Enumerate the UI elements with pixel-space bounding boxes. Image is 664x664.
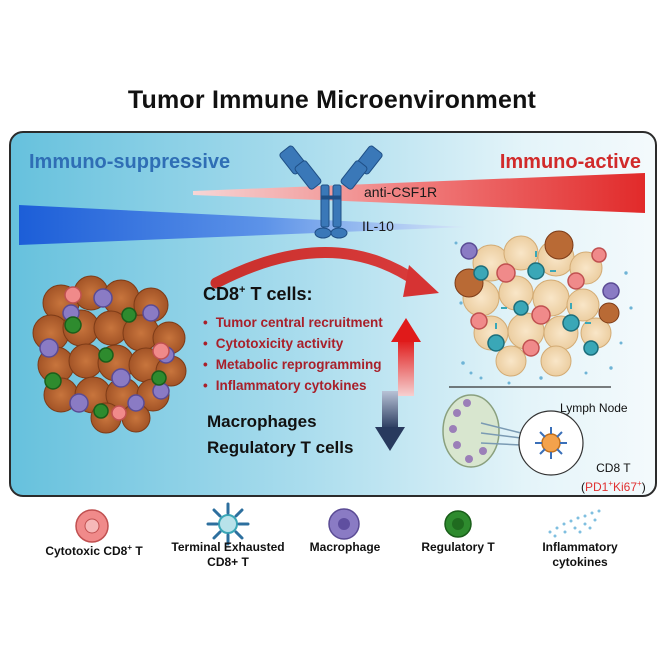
cd8-heading: CD8+ T cells: <box>203 284 313 304</box>
treg-icon <box>444 510 472 538</box>
curved-arrow <box>210 247 422 289</box>
decreased-item: Regulatory T cells <box>207 438 354 457</box>
immunoactive-label: Immuno-active <box>499 151 641 173</box>
decreased-cells: Macrophages Regulatory T cells <box>207 409 353 461</box>
immunosuppressive-tumor-cluster <box>32 275 187 434</box>
up-arrow-head <box>391 318 421 342</box>
legend-treg-label: Regulatory T <box>421 540 495 554</box>
exhausted-cd8-icon <box>206 502 250 546</box>
cd8t-markers: (PD1+Ki67+) <box>581 479 646 494</box>
cytotoxic-cd8-icon <box>75 509 109 543</box>
figure-title: Tumor Immune Microenvironment <box>127 86 537 114</box>
immunosuppressive-label: Immuno-suppressive <box>29 151 231 173</box>
cd8t-label: CD8 T (PD1+Ki67+) <box>581 461 646 494</box>
anti-csf1r-wedge <box>193 173 645 213</box>
panel-illustration <box>19 145 645 476</box>
il10-wedge <box>19 205 466 245</box>
list-item: Cytotoxicity activity <box>203 333 383 354</box>
microenvironment-panel: Immuno-suppressive Immuno-active anti-CS… <box>9 131 657 497</box>
decreased-item: Macrophages <box>207 412 317 431</box>
legend-macrophage-label: Macrophage <box>309 540 381 554</box>
down-arrow-head <box>375 427 405 451</box>
cytokines-icon <box>548 509 601 538</box>
antibody-icon <box>279 145 383 239</box>
curved-arrow-head <box>403 265 439 297</box>
lymph-node-label: Lymph Node <box>560 401 628 415</box>
down-arrow-shaft <box>382 391 398 429</box>
immunoactive-tumor-cluster <box>454 230 633 385</box>
cd8-effects-list: Tumor central recruitment Cytotoxicity a… <box>203 312 383 396</box>
macrophage-icon <box>328 508 360 540</box>
anti-csf1r-label: anti-CSF1R <box>364 184 438 200</box>
list-item: Inflammatory cytokines <box>203 375 383 396</box>
il10-label: IL-10 <box>362 218 394 234</box>
legend-icons <box>75 502 601 546</box>
list-item: Metabolic reprogramming <box>203 354 383 375</box>
lymph-node-icon <box>442 394 584 476</box>
legend-cytotoxic-label: Cytotoxic CD8+ T <box>45 543 143 558</box>
list-item: Tumor central recruitment <box>203 312 383 333</box>
up-arrow-shaft <box>398 340 414 396</box>
